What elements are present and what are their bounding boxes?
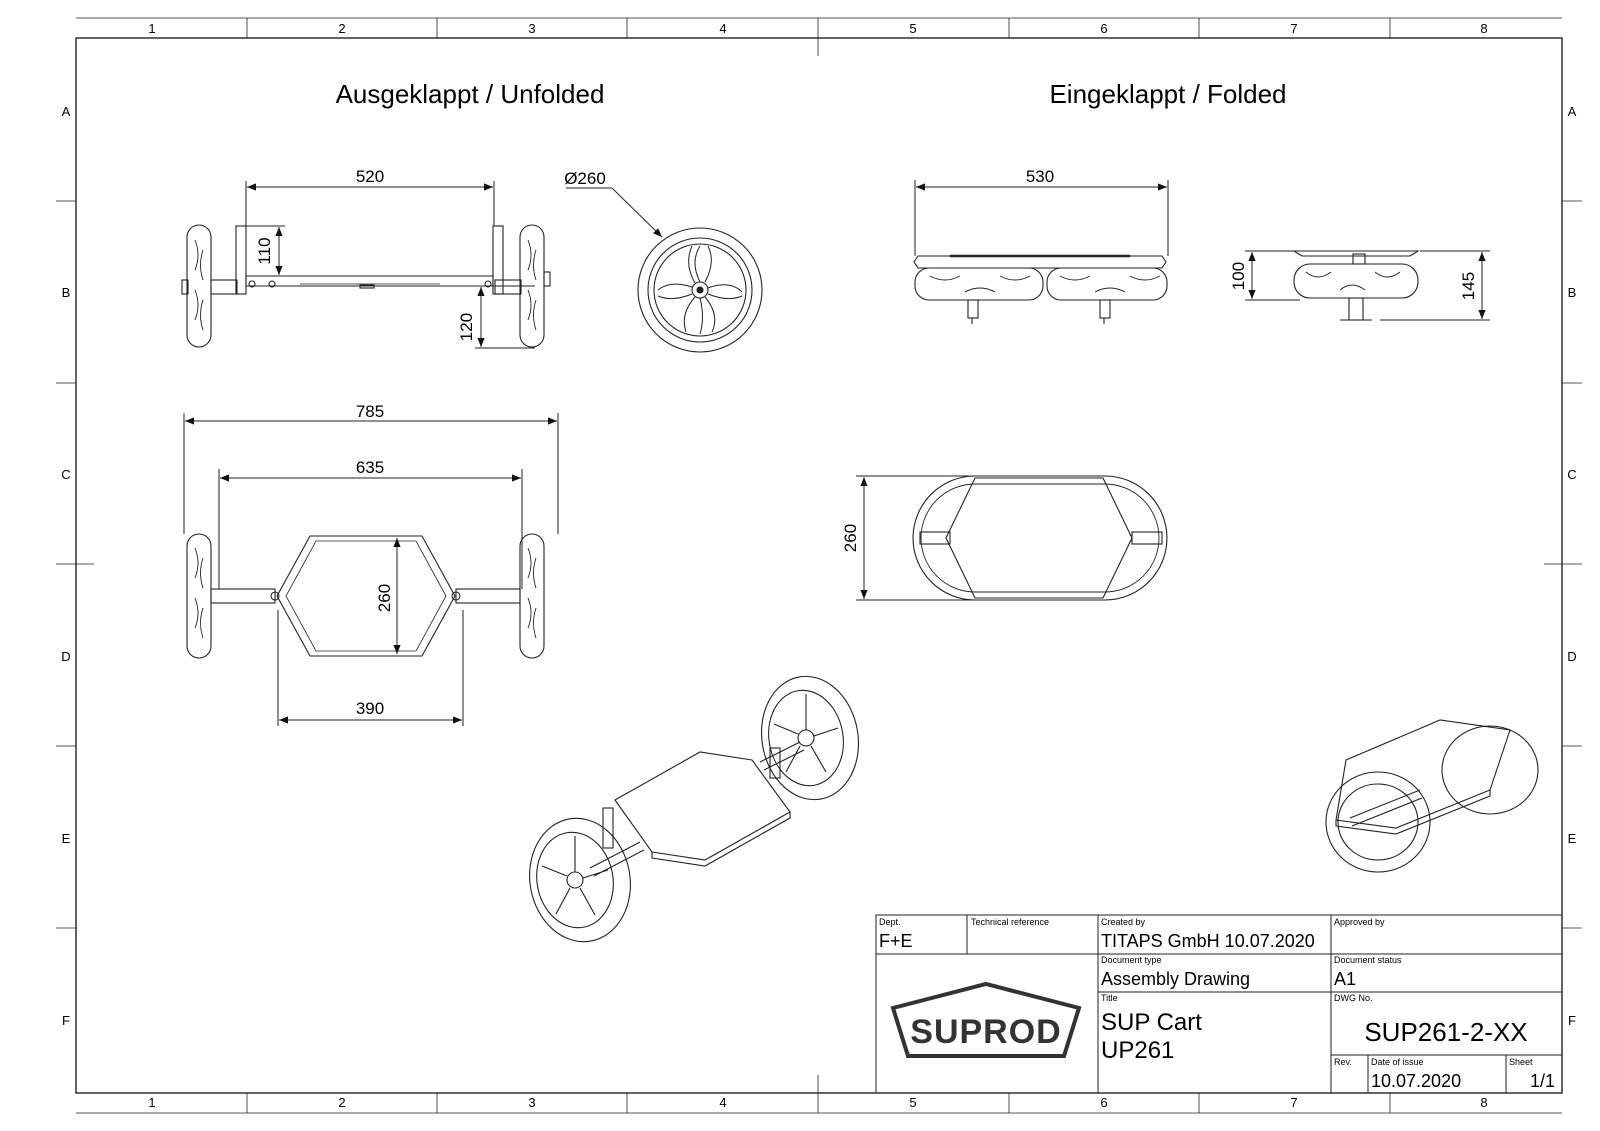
unfolded-isometric-view [529, 675, 860, 943]
wheel-front-view [637, 227, 763, 353]
folded-view-title: Eingeklappt / Folded [1049, 79, 1286, 109]
title-block [875, 914, 1563, 1094]
wheel-right-top [519, 533, 545, 659]
created-by-label: Created by [1101, 917, 1146, 927]
dim-folded-height-100: 100 [1229, 262, 1248, 290]
zone-col-2-top: 2 [338, 21, 345, 36]
tech-ref-label: Technical reference [971, 917, 1049, 927]
zone-col-6-top: 6 [1100, 21, 1107, 36]
zone-col-6-bottom: 6 [1100, 1095, 1107, 1110]
folded-isometric-view [1325, 719, 1539, 873]
doc-status-value: A1 [1334, 969, 1356, 989]
title-line-2: UP261 [1101, 1037, 1174, 1064]
title-block-text: Dept. F+E Technical reference Created by… [879, 917, 1555, 1091]
dim-platform-depth-260: 260 [375, 584, 394, 612]
doc-status-label: Document status [1334, 955, 1402, 965]
zone-col-7-top: 7 [1290, 21, 1297, 36]
zone-col-8-top: 8 [1480, 21, 1487, 36]
dim-platform-width-390: 390 [356, 699, 384, 718]
dim-unfolded-width-520: 520 [356, 167, 384, 186]
logo-wordmark: SUPROD [910, 1013, 1061, 1051]
zone-labels: 1 2 3 4 5 6 7 8 1 2 3 4 5 6 7 8 A B C D … [61, 21, 1576, 1110]
rev-label: Rev. [1334, 1057, 1352, 1067]
title-label: Title [1101, 993, 1118, 1003]
approved-by-label: Approved by [1334, 917, 1385, 927]
zone-col-3-top: 3 [528, 21, 535, 36]
folded-top-view [912, 475, 1168, 601]
zone-row-e-left: E [62, 831, 71, 846]
zone-col-5-bottom: 5 [909, 1095, 916, 1110]
dim-folded-overall-145: 145 [1459, 272, 1478, 300]
platform-plate [276, 535, 456, 657]
wheel-left-top [186, 533, 212, 659]
zone-row-b-right: B [1568, 285, 1577, 300]
doc-type-value: Assembly Drawing [1101, 969, 1250, 989]
zone-col-2-bottom: 2 [338, 1095, 345, 1110]
folded-end-view [1292, 250, 1420, 321]
unfolded-view-title: Ausgeklappt / Unfolded [336, 79, 605, 109]
folded-end-dimensions [1245, 250, 1490, 321]
zone-col-8-bottom: 8 [1480, 1095, 1487, 1110]
zone-row-c-right: C [1567, 467, 1576, 482]
zone-row-d-right: D [1567, 649, 1576, 664]
wheel-diameter-leader [566, 187, 663, 238]
dim-folded-depth-260: 260 [841, 524, 860, 552]
unfolded-top-dimensions [183, 413, 559, 726]
dim-post-height-110: 110 [255, 237, 274, 264]
dwg-no-value: SUP261-2-XX [1364, 1017, 1527, 1047]
dept-label: Dept. [879, 917, 901, 927]
unfolded-top-view [186, 533, 545, 659]
created-by-value: TITAPS GmbH 10.07.2020 [1101, 931, 1315, 951]
zone-col-3-bottom: 3 [528, 1095, 535, 1110]
dept-value: F+E [879, 931, 913, 951]
folded-platform-plate [945, 477, 1133, 599]
zone-row-b-left: B [62, 285, 71, 300]
sheet-value: 1/1 [1530, 1071, 1555, 1091]
zone-col-7-bottom: 7 [1290, 1095, 1297, 1110]
zone-col-1-bottom: 1 [148, 1095, 155, 1110]
unfolded-side-dimensions [245, 181, 535, 349]
dwg-no-label: DWG No. [1334, 993, 1373, 1003]
zone-row-c-left: C [61, 467, 70, 482]
zone-col-4-bottom: 4 [719, 1095, 726, 1110]
sheet-label: Sheet [1509, 1057, 1533, 1067]
suprod-logo: SUPROD [890, 981, 1082, 1058]
zone-row-a-left: A [62, 104, 71, 119]
zone-col-1-top: 1 [148, 21, 155, 36]
zone-row-f-right: F [1568, 1013, 1576, 1028]
folded-top-dimensions [856, 475, 975, 601]
zone-col-5-top: 5 [909, 21, 916, 36]
date-of-issue-label: Date of issue [1371, 1057, 1424, 1067]
dim-wheel-diameter: Ø260 [564, 169, 606, 188]
folded-side-dimensions [914, 180, 1169, 256]
zone-row-e-right: E [1568, 831, 1577, 846]
wheel-left-side [186, 224, 212, 348]
isometric-platform [614, 751, 791, 861]
doc-type-label: Document type [1101, 955, 1162, 965]
zone-col-4-top: 4 [719, 21, 726, 36]
date-of-issue-value: 10.07.2020 [1371, 1071, 1461, 1091]
folded-side-view [913, 254, 1168, 324]
dim-folded-width-530: 530 [1026, 167, 1054, 186]
zone-row-a-right: A [1568, 104, 1577, 119]
dim-ground-clearance-120: 120 [457, 313, 476, 341]
title-line-1: SUP Cart [1101, 1009, 1202, 1036]
zone-row-f-left: F [62, 1013, 70, 1028]
dim-overall-length-785: 785 [356, 402, 384, 421]
zone-row-d-left: D [61, 649, 70, 664]
zone-ticks [56, 18, 1582, 1113]
sheet-border [75, 17, 1563, 1114]
dim-axle-length-635: 635 [356, 458, 384, 477]
